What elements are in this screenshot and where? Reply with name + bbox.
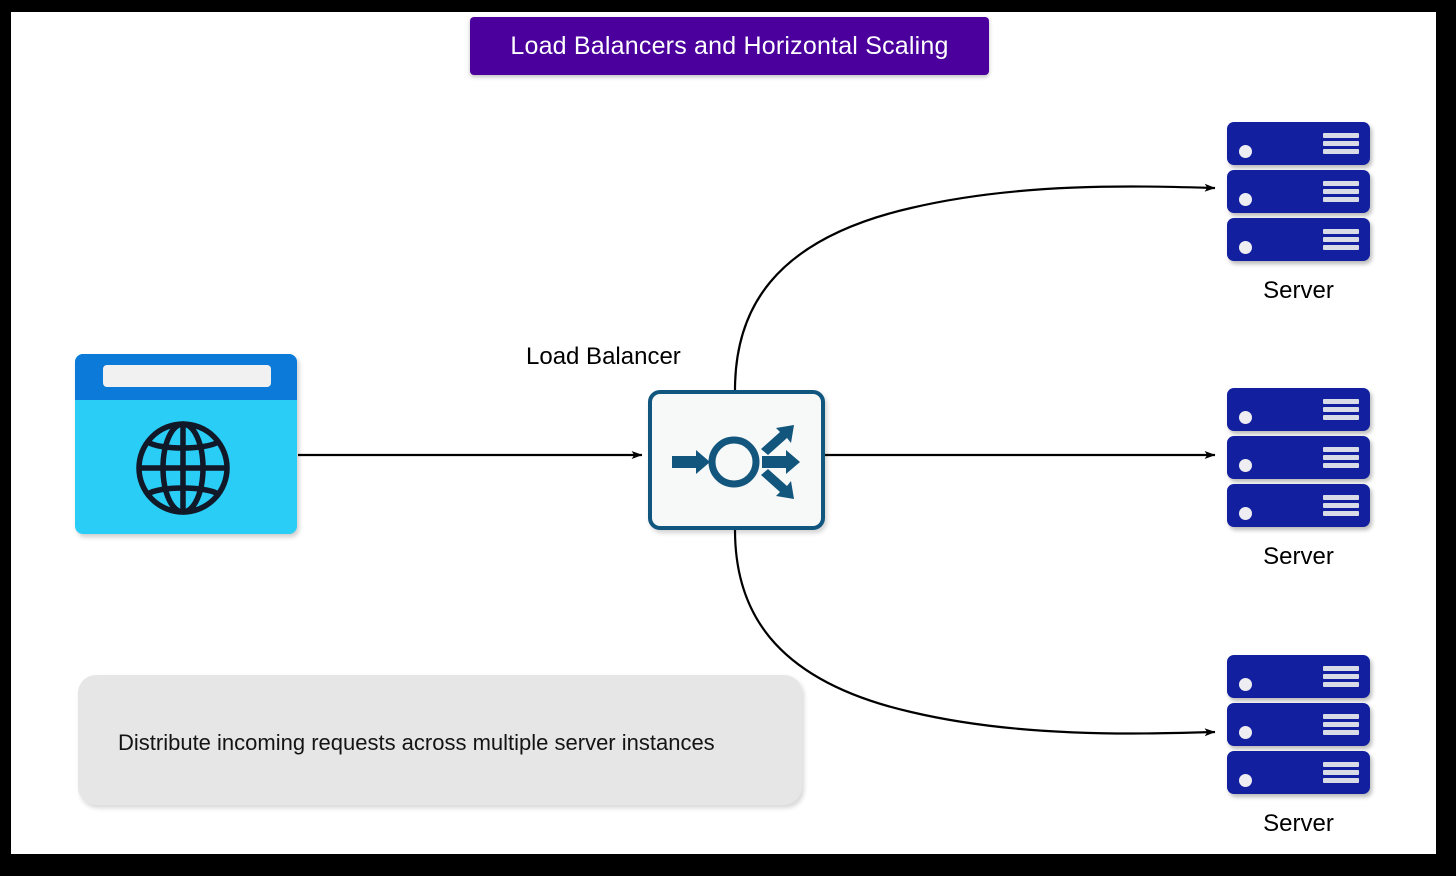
server-led-icon (1239, 241, 1252, 254)
server-unit (1227, 388, 1370, 431)
server-vent-icon (1323, 762, 1359, 783)
server-group-1[interactable]: Server (1227, 122, 1387, 304)
description-text: Distribute incoming requests across mult… (118, 730, 715, 755)
server-group-3[interactable]: Server (1227, 655, 1387, 837)
server-stack (1227, 388, 1370, 527)
server-vent-icon (1323, 714, 1359, 735)
browser-url-bar (103, 365, 271, 387)
load-balancer-node[interactable] (648, 390, 825, 530)
server-label: Server (1263, 543, 1334, 570)
server-led-icon (1239, 145, 1252, 158)
server-stack (1227, 122, 1370, 261)
server-led-icon (1239, 774, 1252, 787)
page-title: Load Balancers and Horizontal Scaling (510, 31, 949, 60)
load-balancer-label: Load Balancer (526, 343, 681, 370)
server-group-2[interactable]: Server (1227, 388, 1387, 570)
browser-window-icon (75, 354, 297, 534)
server-led-icon (1239, 193, 1252, 206)
server-vent-icon (1323, 495, 1359, 516)
server-label: Server (1263, 810, 1334, 837)
server-vent-icon (1323, 399, 1359, 420)
server-label: Server (1263, 277, 1334, 304)
server-unit (1227, 484, 1370, 527)
server-unit (1227, 436, 1370, 479)
server-vent-icon (1323, 447, 1359, 468)
server-unit (1227, 655, 1370, 698)
server-led-icon (1239, 459, 1252, 472)
server-unit (1227, 751, 1370, 794)
diagram-title-banner: Load Balancers and Horizontal Scaling (470, 17, 989, 75)
server-vent-icon (1323, 229, 1359, 250)
server-unit (1227, 703, 1370, 746)
server-led-icon (1239, 411, 1252, 424)
diagram-canvas: Load Balancers and Horizontal Scaling (11, 12, 1436, 854)
server-stack (1227, 655, 1370, 794)
arrow-load-balancer-to-server-1 (733, 183, 1216, 391)
server-vent-icon (1323, 133, 1359, 154)
load-balancer-distribute-icon (672, 425, 800, 499)
globe-icon (136, 421, 230, 515)
server-led-icon (1239, 726, 1252, 739)
server-unit (1227, 122, 1370, 165)
arrow-load-balancer-to-server-3 (733, 529, 1216, 737)
description-box: Distribute incoming requests across mult… (78, 675, 802, 805)
server-vent-icon (1323, 181, 1359, 202)
server-led-icon (1239, 678, 1252, 691)
server-unit (1227, 170, 1370, 213)
server-unit (1227, 218, 1370, 261)
browser-titlebar (75, 354, 297, 400)
server-vent-icon (1323, 666, 1359, 687)
client-node[interactable] (75, 354, 297, 534)
server-led-icon (1239, 507, 1252, 520)
